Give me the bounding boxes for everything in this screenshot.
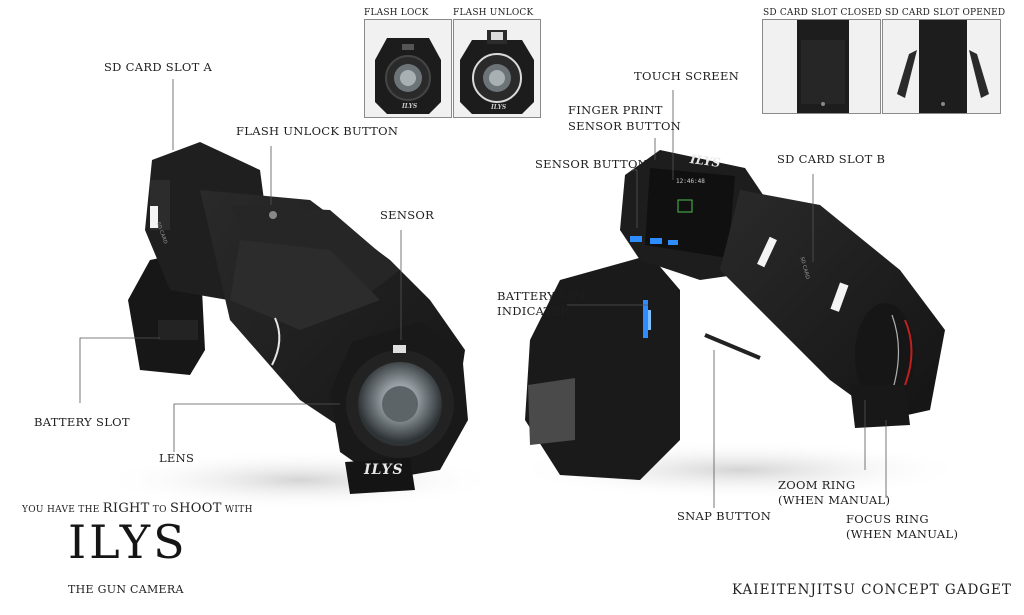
callout-finger-print-line2: SENSOR BUTTON: [568, 119, 682, 133]
screen-readout: 12:46:48: [676, 178, 705, 185]
sd-slot-opened-render: [897, 20, 989, 113]
left-camera-render: [128, 142, 468, 494]
thumb-logo: ILYS: [491, 104, 507, 111]
callout-touch-screen: TOUCH SCREEN: [634, 69, 740, 83]
callout-finger-print-line1: FINGER PRINT: [568, 103, 663, 117]
right-camera-render: [525, 150, 945, 480]
left-camera-logo: ILYS: [364, 462, 404, 478]
flash-unlock-caption: FLASH UNLOCK: [453, 8, 534, 18]
product-subtitle: THE GUN CAMERA: [68, 583, 184, 596]
callout-focus-ring-line1: FOCUS RING: [846, 512, 929, 526]
flash-unlock-thumbnail: ILYS: [453, 19, 541, 118]
tagline-part: WITH: [224, 505, 253, 515]
thumb-logo: ILYS: [402, 103, 418, 110]
callout-sd-card-slot-b: SD CARD SLOT B: [777, 152, 886, 166]
tagline-emphasis: RIGHT: [102, 501, 150, 516]
flash-lock-render: [375, 38, 441, 114]
callout-lens: LENS: [159, 451, 195, 465]
tagline: YOU HAVE THE RIGHT TO SHOOT WITH: [22, 501, 253, 516]
callout-focus-ring-line2: (WHEN MANUAL): [846, 527, 959, 541]
tagline-part: YOU HAVE THE: [22, 505, 100, 515]
sd-slot-opened-thumbnail: [882, 19, 1001, 114]
flash-lock-thumbnail: ILYS: [364, 19, 452, 118]
flash-unlock-render: [460, 30, 534, 114]
callout-zoom-ring-line2: (WHEN MANUAL): [778, 493, 891, 507]
footer-credit: KAIEITENJITSU CONCEPT GADGET: [732, 582, 1012, 598]
product-name: ILYS: [68, 515, 188, 569]
callout-battery-slot: BATTERY SLOT: [34, 415, 130, 429]
leader-lines: [79, 79, 887, 508]
callout-sd-card-slot-a: SD CARD SLOT A: [104, 60, 213, 74]
tagline-part: TO: [152, 505, 167, 515]
callout-battery-life-line2: INDICATER: [497, 304, 570, 318]
flash-lock-caption: FLASH LOCK: [364, 8, 429, 18]
tagline-emphasis: SHOOT: [169, 501, 222, 516]
callout-sensor: SENSOR: [380, 208, 435, 222]
callout-zoom-ring-line1: ZOOM RING: [778, 478, 856, 492]
callout-flash-unlock-button: FLASH UNLOCK BUTTON: [236, 124, 399, 138]
sd-closed-caption: SD CARD SLOT CLOSED: [763, 8, 882, 18]
sd-slot-closed-thumbnail: [762, 19, 881, 114]
callout-battery-life-line1: BATTERY LIFE: [497, 289, 589, 303]
sd-slot-closed-render: [797, 20, 849, 113]
sd-opened-caption: SD CARD SLOT OPENED: [885, 8, 1006, 18]
callout-snap-button: SNAP BUTTON: [677, 509, 772, 523]
callout-sensor-button: SENSOR BUTTON: [535, 157, 649, 171]
